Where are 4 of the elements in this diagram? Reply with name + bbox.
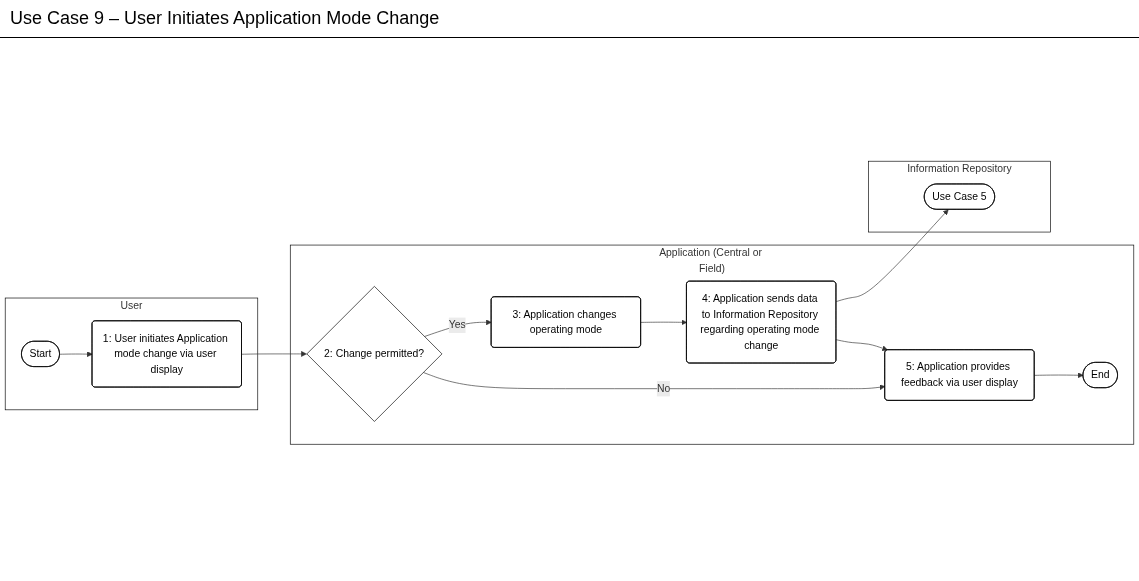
edge-label: Yes bbox=[448, 319, 466, 331]
diagram-title: Use Case 9 – User Initiates Application Mode Change bbox=[0, 0, 1139, 38]
node-diamond: 2: Change permitted? bbox=[306, 286, 443, 423]
edge-label: No bbox=[656, 383, 671, 395]
